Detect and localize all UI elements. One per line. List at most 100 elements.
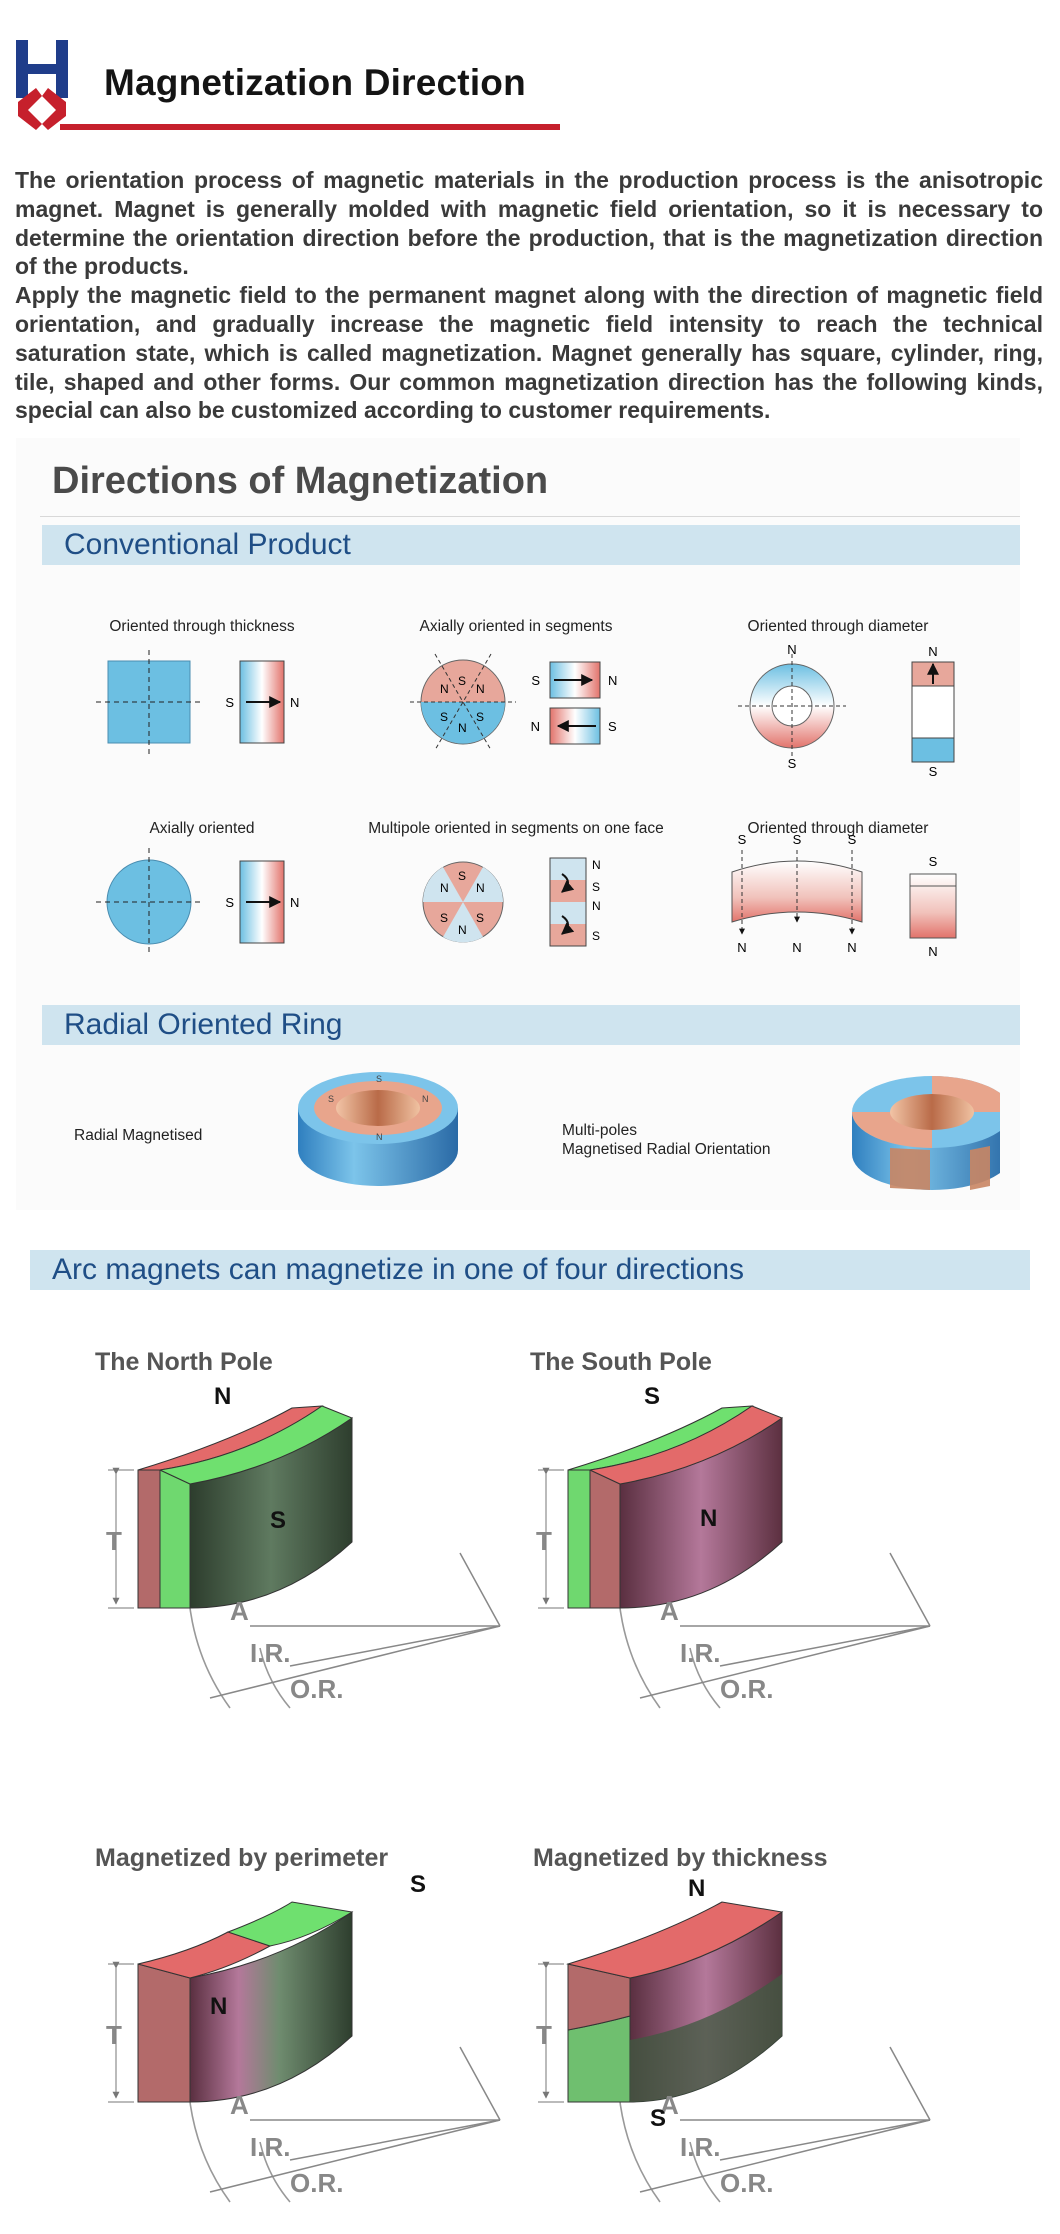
svg-text:S: S [929, 854, 938, 869]
arc-north-pole-diagram: T A I.R. O.R. N S [106, 1383, 501, 1709]
arc-magnets-heading: Arc magnets can magnetize in one of four… [30, 1250, 1030, 1290]
caption-axial: Axially oriented [149, 820, 255, 837]
diameter-bar-icon: N S [911, 644, 955, 779]
arc-title-north: The North Pole [95, 1348, 273, 1376]
svg-text:S: S [458, 869, 466, 883]
svg-text:S: S [644, 1383, 660, 1410]
intro-text: The orientation process of magnetic mate… [15, 166, 1043, 425]
thickness-bar-icon: S N [225, 660, 299, 744]
caption-axial-segments: Axially oriented in segments [419, 618, 613, 635]
svg-text:T: T [536, 1526, 552, 1556]
svg-text:N: N [458, 721, 467, 735]
svg-text:N: N [608, 673, 617, 688]
svg-text:N: N [688, 1875, 705, 1902]
multipole-label-line1: Multi-poles [562, 1122, 637, 1139]
svg-text:N: N [290, 695, 299, 710]
svg-text:S: S [476, 710, 484, 724]
radial-ring-heading: Radial Oriented Ring [42, 1005, 1020, 1045]
svg-text:S: S [376, 1074, 382, 1084]
svg-text:I.R.: I.R. [250, 1638, 290, 1668]
svg-text:N: N [210, 1993, 227, 2020]
intro-paragraph-1: The orientation process of magnetic mate… [15, 167, 1043, 280]
svg-text:O.R.: O.R. [290, 2168, 343, 2198]
segmented-disc-icon: NSN SNS [410, 653, 516, 751]
arc-south-pole-diagram: T A I.R. O.R. S N [536, 1383, 931, 1709]
svg-text:A: A [660, 2090, 679, 2120]
svg-text:N: N [700, 1505, 717, 1532]
page-title: Magnetization Direction [104, 62, 526, 103]
svg-text:N: N [792, 940, 801, 955]
figure-title: Directions of Magnetization [52, 460, 549, 502]
svg-text:S: S [608, 719, 617, 734]
svg-text:A: A [660, 1596, 679, 1626]
dim-t: T [106, 1526, 122, 1556]
svg-text:S: S [476, 911, 484, 925]
svg-text:N: N [592, 899, 601, 913]
svg-text:I.R.: I.R. [680, 2132, 720, 2162]
arc-thickness-diagram: T A I.R. O.R. N S [536, 1875, 931, 2203]
svg-text:S: S [225, 695, 234, 710]
intro-paragraph-2: Apply the magnetic field to the permanen… [15, 282, 1043, 424]
svg-text:S: S [592, 929, 600, 943]
svg-text:N: N [592, 858, 601, 872]
svg-text:N: N [458, 923, 467, 937]
axial-bar-icon: S N [225, 860, 299, 944]
caption-diameter-2: Oriented through diameter [747, 820, 929, 837]
magnetization-figure-panel [16, 438, 1020, 1210]
svg-text:N: N [847, 940, 856, 955]
arc-perimeter-diagram: T A I.R. O.R. N S [106, 1871, 501, 2203]
svg-text:S: S [458, 674, 466, 688]
svg-text:A: A [230, 2090, 249, 2120]
company-logo [16, 40, 68, 130]
radial-magnetised-label: Radial Magnetised [74, 1127, 203, 1144]
arc-title-south: The South Pole [530, 1348, 712, 1376]
diameter-ring-icon: N S [738, 642, 846, 771]
svg-text:N: N [440, 881, 449, 895]
svg-text:N: N [928, 644, 937, 659]
multipole-bar-icon: NS NS [549, 857, 601, 947]
caption-multipole: Multipole oriented in segments on one fa… [368, 820, 664, 837]
svg-text:S: S [440, 911, 448, 925]
svg-text:N: N [422, 1094, 429, 1104]
radial-ring-single-icon: S N S N [298, 1072, 458, 1186]
svg-text:N: N [476, 881, 485, 895]
svg-text:S: S [929, 764, 938, 779]
svg-text:N: N [737, 940, 746, 955]
radial-ring-multipole-icon [852, 1076, 1000, 1190]
svg-text:N: N [928, 944, 937, 959]
svg-text:S: S [328, 1094, 334, 1104]
svg-text:O.R.: O.R. [290, 1674, 343, 1704]
diameter-block-icon: S N [909, 854, 957, 959]
svg-text:T: T [106, 2020, 122, 2050]
svg-text:S: S [848, 832, 857, 847]
svg-text:S: S [738, 832, 747, 847]
svg-text:I.R.: I.R. [250, 2132, 290, 2162]
svg-text:S: S [592, 880, 600, 894]
svg-text:I.R.: I.R. [680, 1638, 720, 1668]
multipole-label-line2: Magnetised Radial Orientation [562, 1141, 771, 1158]
diameter-arc-icon: S S S N N N [731, 832, 863, 955]
svg-text:S: S [788, 756, 797, 771]
radial-rings: S N S N [298, 1072, 1000, 1190]
arc-title-thickness: Magnetized by thickness [533, 1844, 828, 1872]
svg-text:A: A [230, 1596, 249, 1626]
svg-text:T: T [536, 2020, 552, 2050]
arc-title-perimeter: Magnetized by perimeter [95, 1844, 389, 1872]
caption-diameter-1: Oriented through diameter [747, 618, 929, 635]
svg-text:N: N [476, 682, 485, 696]
svg-text:S: S [410, 1871, 426, 1898]
svg-text:S: S [225, 895, 234, 910]
svg-text:S: S [531, 673, 540, 688]
axial-disc-icon [96, 848, 202, 956]
svg-text:S: S [270, 1507, 286, 1534]
svg-text:O.R.: O.R. [720, 1674, 773, 1704]
svg-text:N: N [787, 642, 796, 657]
svg-text:N: N [376, 1132, 383, 1142]
conventional-product-heading: Conventional Product [42, 525, 1020, 565]
svg-text:S: S [793, 832, 802, 847]
svg-text:S: S [440, 710, 448, 724]
svg-text:N: N [440, 682, 449, 696]
